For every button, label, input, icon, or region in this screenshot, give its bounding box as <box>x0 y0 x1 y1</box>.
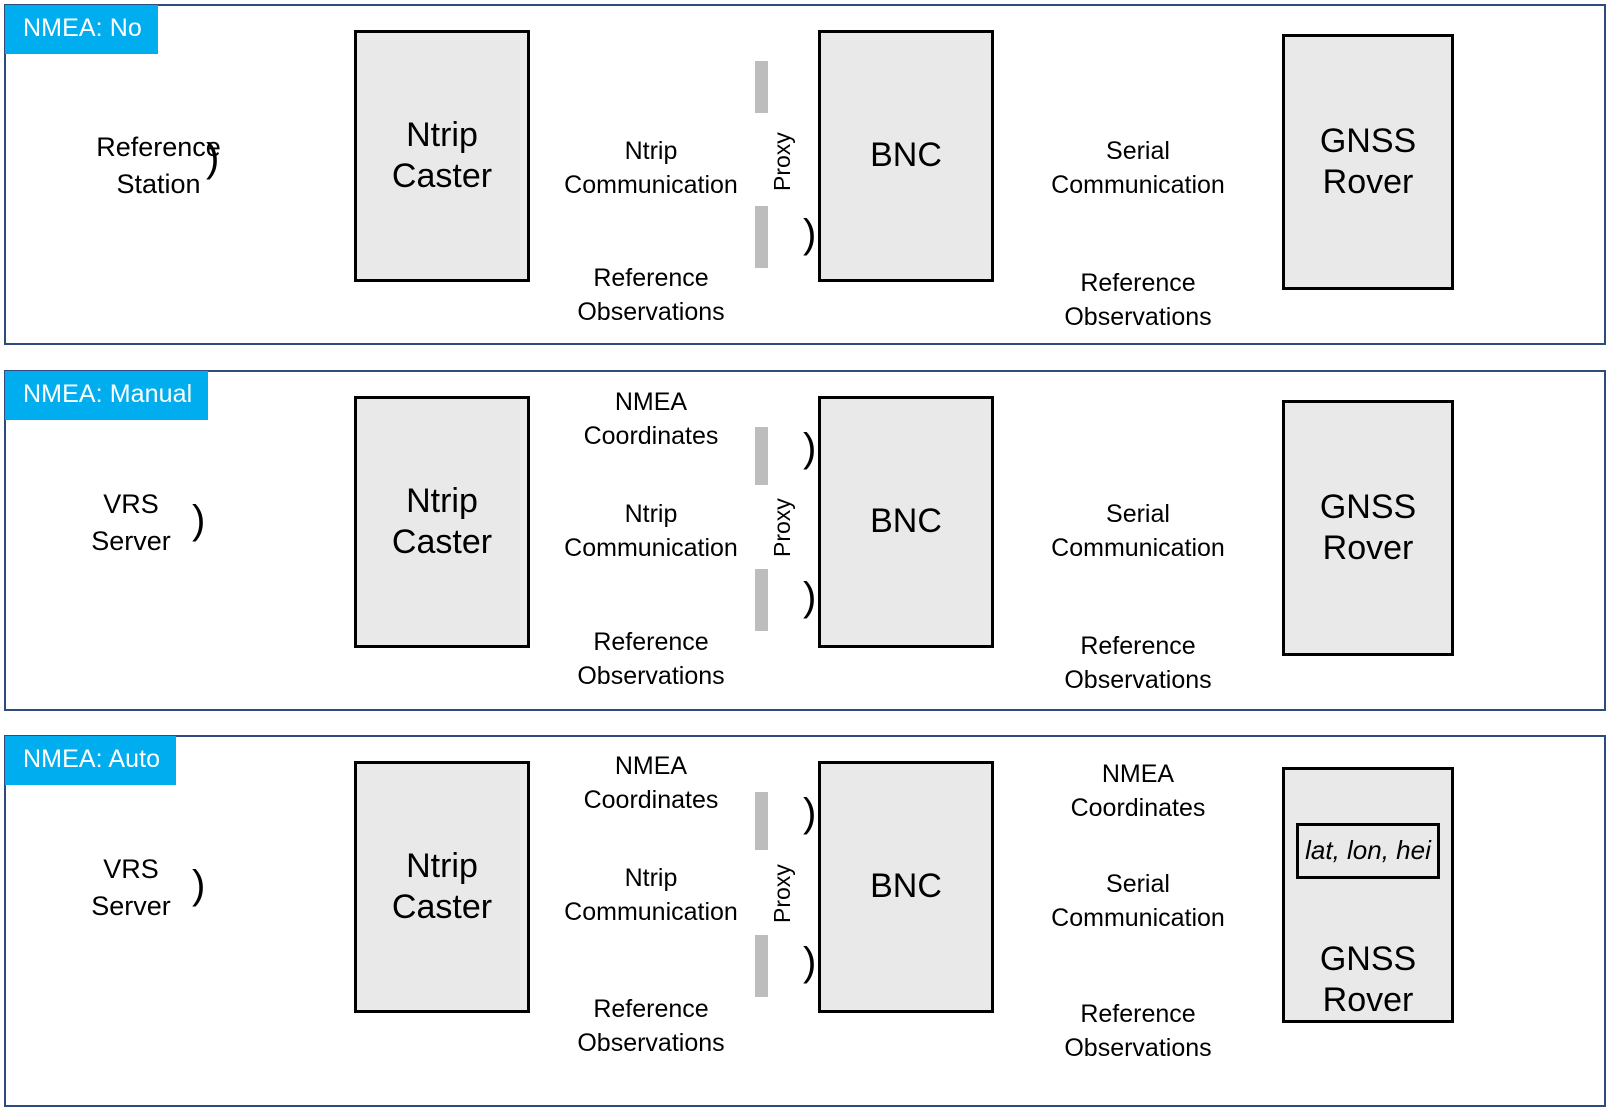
node-gnss-rover: GNSS Rover <box>1282 400 1454 656</box>
emitter-paren-icon: ) <box>206 136 220 180</box>
rover-label: GNSS Rover <box>1319 939 1417 1020</box>
proxy-label: Proxy <box>769 498 795 557</box>
node-bnc: BNC <box>818 761 994 1013</box>
receiver-paren-icon-bnc: ) <box>803 212 817 256</box>
panel-tag-nmea-no: NMEA: No <box>5 5 158 54</box>
panel-nmea-auto: NMEA: Auto VRS Server ) Ntrip Caster NME… <box>4 735 1606 1107</box>
link-label-serial-communication: Serial Communication <box>1051 137 1225 199</box>
emitter-paren-icon-bnc-upper: ) <box>803 791 817 835</box>
source-label-vrs-server: VRS Server <box>91 854 171 921</box>
panel-nmea-manual: NMEA: Manual VRS Server ) Ntrip Caster N… <box>4 370 1606 711</box>
emitter-paren-icon: ) <box>192 498 206 542</box>
link-label-ntrip-communication: Ntrip Communication <box>564 864 738 926</box>
source-label-vrs-server: VRS Server <box>91 489 171 556</box>
link-label-reference-observations-serial: Reference Observations <box>1064 269 1212 331</box>
node-gnss-rover: lat, lon, hei GNSS Rover <box>1282 767 1454 1023</box>
panel-tag-nmea-manual: NMEA: Manual <box>5 371 209 420</box>
panel-tag-nmea-auto: NMEA: Auto <box>5 736 177 785</box>
node-bnc: BNC <box>818 30 994 282</box>
link-label-reference-observations-serial: Reference Observations <box>1064 632 1212 694</box>
emitter-paren-icon: ) <box>192 863 206 907</box>
proxy-bar-upper <box>755 61 768 113</box>
link-label-reference-observations-ntrip: Reference Observations <box>577 264 725 326</box>
link-label-reference-observations-ntrip: Reference Observations <box>577 628 725 690</box>
receiver-paren-icon-bnc-lower: ) <box>803 940 817 984</box>
link-label-reference-observations-serial: Reference Observations <box>1064 1000 1212 1062</box>
node-ntrip-caster: Ntrip Caster <box>354 761 530 1013</box>
node-ntrip-caster: Ntrip Caster <box>354 30 530 282</box>
rover-coordinate-chip: lat, lon, hei <box>1296 823 1440 880</box>
link-label-ntrip-communication: Ntrip Communication <box>564 500 738 562</box>
proxy-bar-lower <box>755 935 768 997</box>
proxy-bar-upper <box>755 792 768 850</box>
proxy-bar-upper <box>755 427 768 485</box>
node-bnc: BNC <box>818 396 994 648</box>
link-label-serial-communication: Serial Communication <box>1051 870 1225 932</box>
link-label-reference-observations-ntrip: Reference Observations <box>577 995 725 1057</box>
proxy-label: Proxy <box>769 132 795 191</box>
receiver-paren-icon-bnc-lower: ) <box>803 575 817 619</box>
link-label-serial-communication: Serial Communication <box>1051 500 1225 562</box>
proxy-label: Proxy <box>769 864 795 923</box>
panel-nmea-no: NMEA: No Reference Station ) Ntrip Caste… <box>4 4 1606 345</box>
link-label-nmea-coordinates-ntrip: NMEA Coordinates <box>583 752 719 814</box>
proxy-bar-lower <box>755 569 768 631</box>
node-ntrip-caster: Ntrip Caster <box>354 396 530 648</box>
emitter-paren-icon-bnc-upper: ) <box>803 426 817 470</box>
link-label-ntrip-communication: Ntrip Communication <box>564 137 738 199</box>
link-label-nmea-coordinates-serial: NMEA Coordinates <box>1070 760 1206 822</box>
link-label-nmea-coordinates: NMEA Coordinates <box>583 388 719 450</box>
source-label-reference-station: Reference Station <box>96 132 221 199</box>
node-gnss-rover: GNSS Rover <box>1282 34 1454 290</box>
proxy-bar-lower <box>755 206 768 268</box>
